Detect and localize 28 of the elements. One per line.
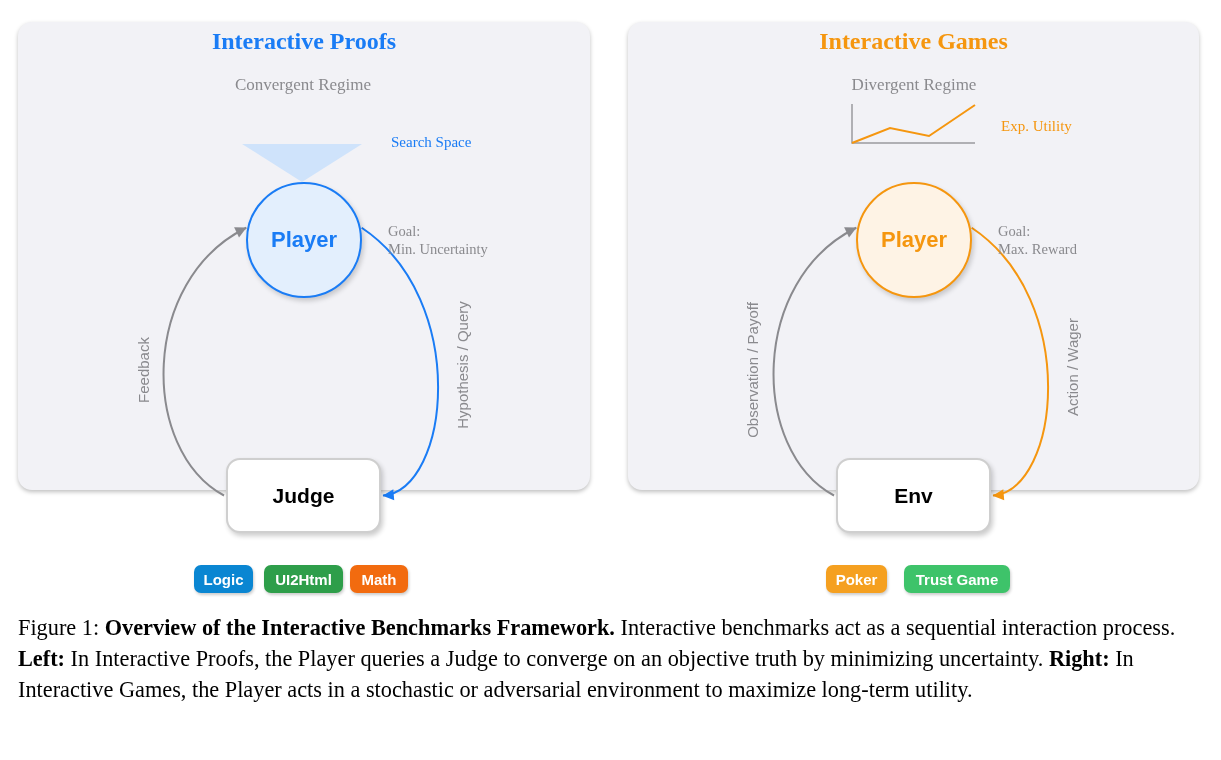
edge-label: Observation / Payoff (743, 302, 761, 438)
arrow (970, 226, 1050, 498)
arrow (772, 226, 858, 497)
tag: Trust Game (904, 565, 1010, 593)
panel-card (18, 22, 590, 490)
regime-label: Convergent Regime (234, 74, 372, 95)
circle-node: Player (246, 182, 362, 298)
edge-label: Action / Wager (1063, 318, 1081, 416)
figure-caption: Figure 1: Overview of the Interactive Benchmarks Framework. Interactive benchmarks act as a sequential interaction process. Left: In Interactive Proofs, the Player queries a Judge to converge on an objective truth by minimizing uncertainty. Right: In Interactive Games, the Player acts in a stochastic or adversarial environment to maximize long-term utility. (18, 614, 1177, 704)
edge-label: Feedback (134, 337, 152, 403)
panel-card (628, 22, 1199, 490)
regime-label: Divergent Regime (851, 74, 977, 95)
rounded-box: Judge (226, 458, 381, 533)
edge-label: Hypothesis / Query (453, 301, 471, 429)
search-space-label: Search Space (391, 133, 472, 151)
tag: Logic (194, 565, 253, 593)
tag: UI2Html (264, 565, 343, 593)
arrow (360, 226, 440, 498)
chart-label: Exp. Utility (1001, 117, 1072, 135)
goal-note: Goal: Min. Uncertainty (388, 222, 488, 259)
tag: Poker (826, 565, 887, 593)
rounded-box: Env (836, 458, 991, 533)
goal-note: Goal: Max. Reward (998, 222, 1077, 259)
circle-node: Player (856, 182, 972, 298)
tag: Math (350, 565, 408, 593)
arrow (162, 226, 248, 497)
panel-title: Interactive Games (818, 28, 1009, 55)
panel-title: Interactive Proofs (210, 28, 398, 55)
